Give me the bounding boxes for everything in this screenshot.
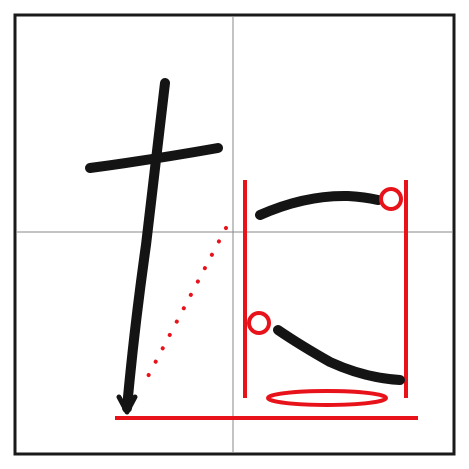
baseline-ellipse-icon [266, 389, 388, 407]
grid-frame [13, 13, 456, 456]
arrow-head-icon [116, 394, 138, 415]
start-marker-upper-icon [379, 187, 403, 211]
stroke-upper-right [255, 190, 383, 220]
stroke-connector-dots [143, 226, 228, 384]
stroke-lower-right [273, 325, 405, 385]
stroke-vertical-sweep [122, 78, 170, 413]
start-marker-lower-icon [247, 311, 271, 335]
